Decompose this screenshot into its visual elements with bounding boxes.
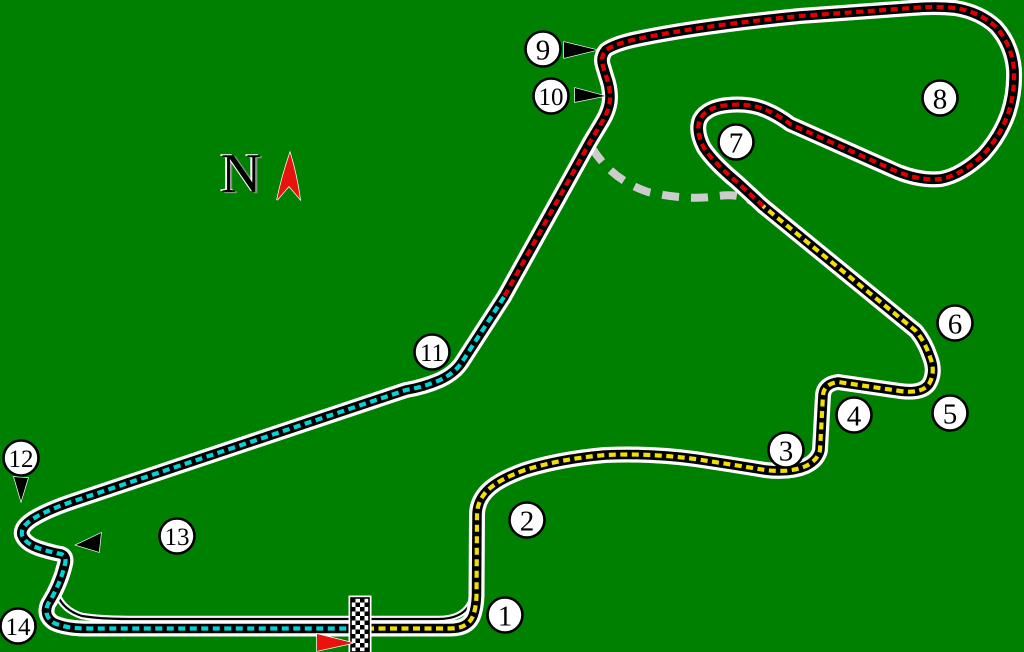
pit-lane-line xyxy=(55,588,478,621)
corner-marker-2 xyxy=(508,501,546,539)
corner-10-pointer-icon xyxy=(574,87,606,103)
corner-marker-4 xyxy=(835,396,873,434)
corner-number-14: 14 xyxy=(6,614,32,641)
corner-number-13: 13 xyxy=(165,524,190,551)
corner-marker-11 xyxy=(413,333,451,371)
corner-marker-8 xyxy=(921,79,959,117)
compass-north-label: N xyxy=(220,143,262,205)
corner-9-pointer-icon xyxy=(563,41,598,59)
finish-line-checkered-bar xyxy=(350,597,370,652)
track-dashes-sector-1-yellow xyxy=(367,204,935,631)
corner-marker-14 xyxy=(0,607,37,645)
corner-number-7: 7 xyxy=(729,127,744,159)
corner-marker-6 xyxy=(936,304,974,342)
corner-number-6: 6 xyxy=(948,308,963,340)
corner-number-11: 11 xyxy=(420,340,444,367)
compass-north-arrow-icon xyxy=(276,150,302,202)
track-dashes-sector-2-red xyxy=(502,4,1017,299)
corner-marker-13 xyxy=(158,517,196,555)
track-dashes-sector-3-cyan xyxy=(19,295,506,631)
race-direction-flag-icon xyxy=(316,633,354,652)
corner-number-12: 12 xyxy=(9,446,34,473)
corner-number-4: 4 xyxy=(847,400,862,432)
corner-number-2: 2 xyxy=(520,505,535,537)
former-layout-dashed-line xyxy=(588,145,756,206)
corner-marker-5 xyxy=(931,394,969,432)
pit-lane-casing xyxy=(53,585,480,623)
corner-marker-9 xyxy=(524,30,562,68)
corner-number-9: 9 xyxy=(536,34,551,66)
corner-12-pointer-icon xyxy=(13,476,29,504)
corner-number-1: 1 xyxy=(498,600,513,632)
corner-number-5: 5 xyxy=(943,398,958,430)
corner-number-10: 10 xyxy=(539,84,564,111)
corner-number-3: 3 xyxy=(779,435,794,467)
corner-marker-3 xyxy=(767,431,805,469)
corner-marker-1 xyxy=(486,596,524,634)
corner-marker-7 xyxy=(717,123,755,161)
corner-number-8: 8 xyxy=(933,83,948,115)
corner-13-pointer-icon xyxy=(74,531,102,553)
corner-marker-10 xyxy=(532,77,570,115)
corner-marker-12 xyxy=(2,439,40,477)
